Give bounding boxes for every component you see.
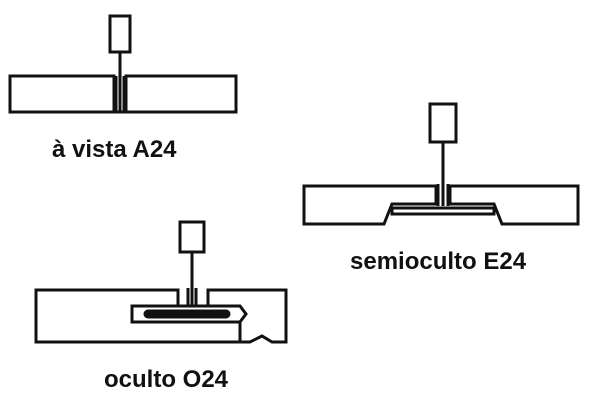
label-e24: semioculto E24 [350,248,527,275]
ceiling-panel-right-a24 [126,76,236,112]
ceiling-panel-right-e24 [450,186,578,224]
t-bar-flange-o24 [144,310,230,318]
ceiling-panel-left-o24 [36,290,240,342]
t-bar-flange-e24 [392,208,494,214]
label-o24: oculto O24 [104,366,229,393]
profile-e24 [304,104,578,224]
label-a24: à vista A24 [52,136,177,163]
hanger-clip-a24 [110,16,130,52]
ceiling-panel-left-a24 [10,76,114,112]
hanger-clip-e24 [430,104,456,142]
profile-a24 [10,16,236,112]
hanger-clip-o24 [180,222,204,252]
ceiling-panel-left-e24 [304,186,436,224]
profile-o24 [36,222,286,342]
